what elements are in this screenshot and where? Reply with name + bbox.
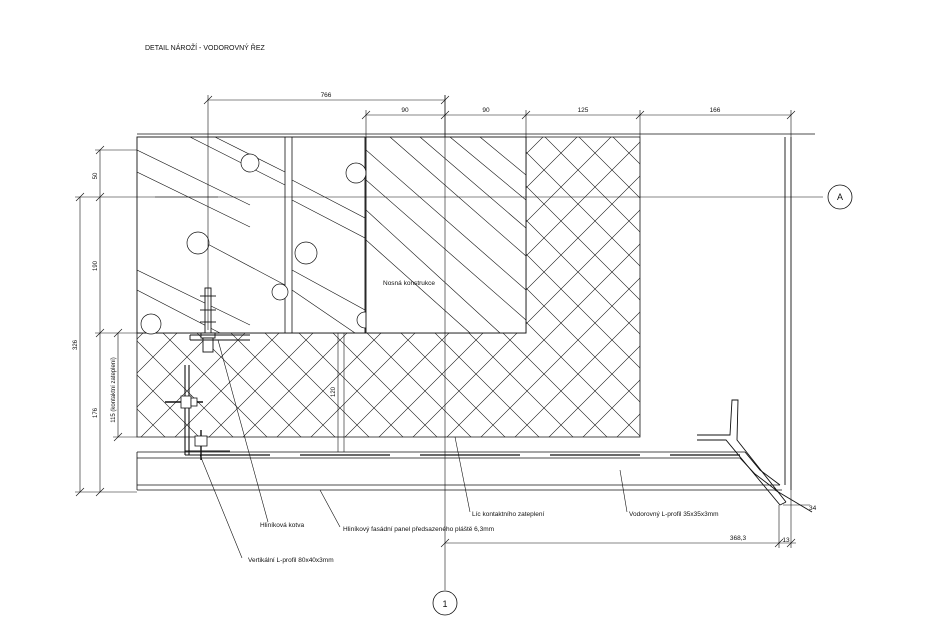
dim-50: 50 [93,172,99,179]
label-vodorovny-profil: Vodorovný L-profil 35x35x3mm [629,511,719,518]
dim-166: 166 [710,107,721,114]
label-zatepleni: Líc kontaktního zateplení [472,511,544,518]
label-vertikalni-profil: Vertikální L-profil 80x40x3mm [248,557,334,564]
dim-115: 115 (kontaktní zateplení) [111,357,117,423]
dimension-lines-left [75,145,339,497]
facade-panel [136,451,782,491]
dim-120: 120 [331,386,337,397]
dim-766: 766 [321,92,332,99]
dim-176: 176 [93,407,99,418]
dim-326: 326 [73,339,79,350]
leader-lines [199,339,628,559]
vertical-l-profile [165,365,230,460]
corner-panel [697,137,813,513]
masonry-wall [136,136,374,335]
load-bearing-block: Nosná konstrukce [365,136,527,334]
label-nosna: Nosná konstrukce [383,280,435,287]
dim-90a: 90 [401,107,409,114]
axis-marker-1-label: 1 [442,599,447,609]
axis-lines [137,95,823,590]
dimension-lines-top [137,95,815,137]
axis-marker-a-label: A [837,192,843,202]
axis-marker-1: 1 [432,590,458,616]
dimension-lines-bottom [440,490,810,548]
drawing-title: DETAIL NÁROŽÍ - VODOROVNÝ ŘEZ [145,43,266,52]
dim-13: 13 [782,537,790,544]
axis-marker-a: A [827,184,853,210]
dim-368: 368,3 [730,535,747,542]
dim-90b: 90 [482,107,490,114]
label-facade-panel: Hliníkový fasádní panel předsazeného plá… [343,526,494,533]
dim-125: 125 [578,107,589,114]
dim-34: 34 [809,505,817,512]
label-hlinikova-kotva: Hliníková kotva [260,522,304,529]
dim-190: 190 [93,260,99,271]
